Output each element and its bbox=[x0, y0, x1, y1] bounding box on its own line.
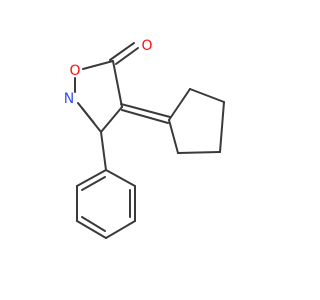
bond-cp-4 bbox=[177, 151, 221, 154]
bond-c3-n-inner bbox=[81, 107, 95, 124]
bond-ring-o-c5 bbox=[82, 60, 114, 70]
bond-ph-4 bbox=[76, 220, 107, 239]
bond-c4-c3 bbox=[100, 106, 123, 133]
bond-cp-5 bbox=[168, 119, 179, 154]
bond-exo-b bbox=[121, 109, 169, 124]
atom-label-ring-oxygen: O bbox=[69, 63, 80, 79]
bond-ph-3 bbox=[105, 220, 136, 239]
bond-carbonyl-a bbox=[109, 42, 135, 61]
bond-cp-2 bbox=[189, 88, 225, 103]
bond-ph-1 bbox=[105, 169, 136, 187]
bond-cp-3 bbox=[219, 101, 225, 153]
phenyl-ring bbox=[76, 169, 136, 239]
atom-label-carbonyl-oxygen: O bbox=[141, 38, 152, 54]
bond-carbonyl-b bbox=[115, 47, 139, 65]
bond-ph-inner-2 bbox=[81, 216, 106, 232]
bond-c3-phenyl bbox=[100, 131, 107, 171]
bond-ph-6 bbox=[76, 169, 107, 187]
isoxazolone-ring bbox=[74, 60, 123, 133]
bond-ph-inner-3 bbox=[81, 176, 106, 191]
atom-label-ring-nitrogen: N bbox=[64, 91, 74, 107]
molecule-structure: O O N bbox=[64, 38, 225, 239]
bond-exo-a bbox=[120, 103, 171, 118]
carbonyl-group bbox=[109, 42, 139, 65]
cyclopentylidene-ring bbox=[168, 88, 225, 154]
exocyclic-double-bond bbox=[120, 103, 171, 124]
bond-cp-1 bbox=[168, 88, 191, 121]
bond-c5-c4 bbox=[112, 60, 123, 108]
